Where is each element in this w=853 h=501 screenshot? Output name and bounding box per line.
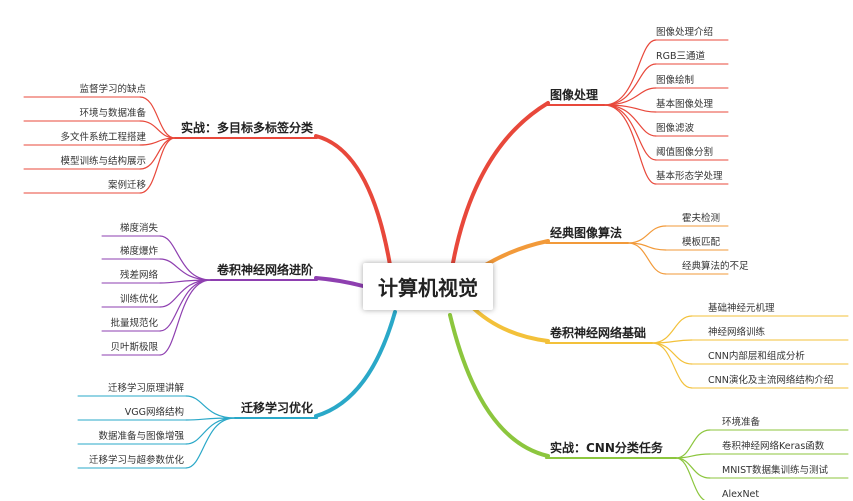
leaf-topic[interactable]: MNIST数据集训练与测试 [722, 465, 828, 476]
branch-topic[interactable]: 图像处理 [550, 88, 599, 102]
central-topic-label: 计算机视觉 [378, 276, 478, 300]
leaf-topic[interactable]: 多文件系统工程搭建 [60, 132, 146, 143]
branch-connector [448, 313, 550, 458]
leaf-topic[interactable]: 训练优化 [119, 294, 158, 305]
leaf-connector [651, 342, 693, 365]
leaf-topic[interactable]: 神经网络训练 [708, 327, 766, 338]
leaf-connector [139, 137, 176, 194]
leaf-topic[interactable]: 阈值图像分割 [656, 147, 714, 158]
leaf-topic[interactable]: CNN演化及主流网络结构介绍 [708, 375, 834, 386]
leaf-topic[interactable]: VGG网络结构 [124, 407, 184, 418]
leaf-connector [651, 342, 693, 389]
leaf-topic[interactable]: 霍夫检测 [682, 213, 721, 224]
leaf-topic[interactable]: 梯度消失 [119, 223, 158, 234]
leaf-connector [675, 457, 711, 479]
branch-topic[interactable]: 实战：多目标多标签分类 [180, 121, 313, 135]
leaf-topic[interactable]: 基本图像处理 [656, 99, 714, 110]
leaf-connector [603, 87, 657, 106]
leaf-connector [603, 63, 657, 106]
leaf-connector [185, 417, 236, 445]
leaf-topic[interactable]: 模板匹配 [682, 237, 721, 248]
leaf-connector [603, 39, 657, 106]
branch-connector [448, 101, 550, 282]
leaf-topic[interactable]: 数据准备与图像增强 [98, 431, 184, 442]
leaf-topic[interactable]: CNN内部层和组成分析 [708, 351, 805, 362]
leaf-topic[interactable]: 图像处理介绍 [656, 27, 714, 38]
branch-topic[interactable]: 卷积神经网络基础 [550, 326, 647, 340]
branch-topic[interactable]: 卷积神经网络进阶 [216, 263, 313, 277]
leaf-topic[interactable]: 基础神经元机理 [708, 303, 775, 314]
leaf-connector [159, 279, 212, 356]
leaf-connector [603, 104, 657, 185]
leaf-connector [185, 395, 236, 419]
leaf-connector [651, 315, 693, 344]
leaf-connector [159, 235, 212, 281]
leaf-topic[interactable]: 环境与数据准备 [79, 108, 146, 119]
leaf-connector [627, 242, 667, 275]
leaf-topic[interactable]: 迁移学习与超参数优化 [88, 455, 184, 466]
leaf-topic[interactable]: 图像绘制 [656, 75, 695, 86]
branch-connector [314, 134, 392, 267]
branch-topic[interactable]: 迁移学习优化 [240, 401, 313, 415]
leaf-topic[interactable]: 迁移学习原理讲解 [107, 383, 184, 394]
leaf-topic[interactable]: 基本形态学处理 [656, 171, 723, 182]
leaf-connector [185, 417, 236, 469]
leaf-topic[interactable]: RGB三通道 [656, 51, 705, 62]
leaf-topic[interactable]: 批量规范化 [110, 318, 158, 329]
branch-connector [314, 276, 365, 288]
leaf-connector [675, 457, 706, 500]
leaf-connector [139, 120, 176, 139]
branch-topic[interactable]: 经典图像算法 [550, 226, 623, 240]
leaf-connector [603, 104, 657, 161]
leaf-topic[interactable]: 卷积神经网络Keras函数 [722, 441, 825, 452]
leaf-topic[interactable]: 残差网络 [119, 270, 158, 281]
leaf-topic[interactable]: 模型训练与结构展示 [60, 156, 146, 167]
leaf-connector [675, 453, 711, 459]
central-topic[interactable]: 计算机视觉 [363, 263, 493, 310]
leaf-connector [651, 339, 693, 344]
branch-topic[interactable]: 实战：CNN分类任务 [550, 441, 663, 455]
leaf-topic[interactable]: 经典算法的不足 [682, 261, 749, 272]
leaf-connector [627, 225, 667, 244]
leaf-topic[interactable]: 梯度爆炸 [119, 246, 158, 257]
leaf-topic[interactable]: 环境准备 [722, 417, 761, 428]
leaf-connector [603, 104, 657, 137]
leaf-topic[interactable]: 监督学习的缺点 [79, 84, 146, 95]
leaf-connector [159, 258, 212, 281]
leaf-connector [675, 429, 711, 459]
leaf-topic[interactable]: 图像滤波 [656, 123, 695, 134]
leaf-topic[interactable]: 案例迁移 [107, 180, 146, 191]
leaf-topic[interactable]: AlexNet [722, 489, 760, 500]
branch-connector [314, 310, 397, 418]
branch-connector [468, 303, 550, 343]
leaf-topic[interactable]: 贝叶斯极限 [110, 342, 158, 353]
leaf-connector [139, 96, 176, 139]
